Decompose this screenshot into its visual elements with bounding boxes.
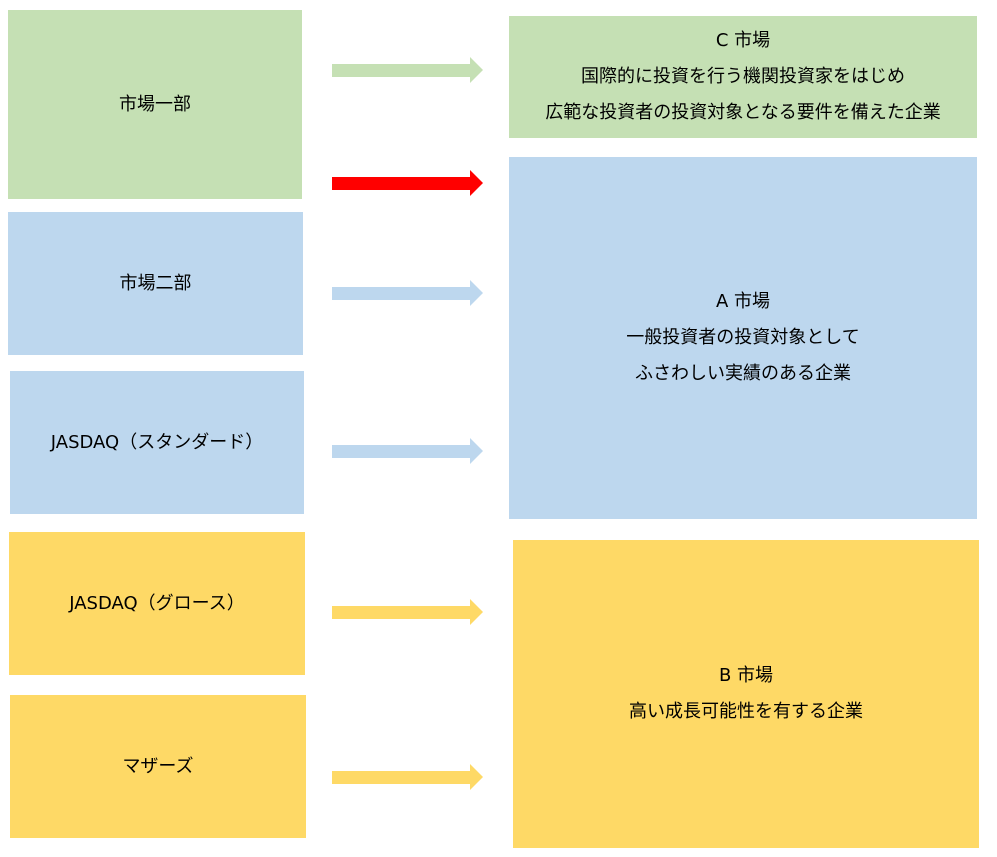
old-market-box-mothers: マザーズ bbox=[10, 695, 306, 838]
old-market-box-nibu: 市場二部 bbox=[8, 212, 303, 355]
old-market-label: 市場二部 bbox=[119, 272, 192, 294]
new-market-title: A 市場 bbox=[715, 291, 771, 312]
new-market-description: 一般投資者の投資対象として bbox=[626, 327, 860, 348]
new-market-box-c: C 市場 国際的に投資を行う機関投資家をはじめ 広範な投資者の投資対象となる要件… bbox=[509, 16, 977, 138]
arrow-icon-blue bbox=[332, 438, 483, 464]
arrow-icon-yellow bbox=[332, 599, 483, 625]
new-market-title: C 市場 bbox=[715, 30, 771, 51]
arrow-icon-blue bbox=[332, 280, 483, 306]
old-market-box-jasdaq-growth: JASDAQ（グロース） bbox=[9, 532, 305, 675]
new-market-title: B 市場 bbox=[718, 665, 774, 686]
new-market-description: 国際的に投資を行う機関投資家をはじめ bbox=[581, 66, 905, 87]
old-market-label: マザーズ bbox=[122, 755, 194, 777]
old-market-label: JASDAQ（グロース） bbox=[69, 592, 245, 614]
new-market-description: 高い成長可能性を有する企業 bbox=[629, 701, 863, 722]
arrow-icon-yellow bbox=[332, 764, 483, 790]
new-market-box-b: B 市場 高い成長可能性を有する企業 bbox=[513, 540, 979, 848]
new-market-description: ふさわしい実績のある企業 bbox=[635, 363, 851, 384]
arrow-icon-green bbox=[332, 57, 483, 83]
old-market-label: JASDAQ（スタンダード） bbox=[50, 431, 264, 453]
arrow-icon-red bbox=[332, 170, 483, 196]
old-market-box-ichibu: 市場一部 bbox=[8, 10, 302, 199]
old-market-box-jasdaq-standard: JASDAQ（スタンダード） bbox=[10, 371, 304, 514]
new-market-box-a: A 市場 一般投資者の投資対象として ふさわしい実績のある企業 bbox=[509, 157, 977, 519]
new-market-description: 広範な投資者の投資対象となる要件を備えた企業 bbox=[545, 102, 941, 123]
old-market-label: 市場一部 bbox=[119, 93, 191, 115]
